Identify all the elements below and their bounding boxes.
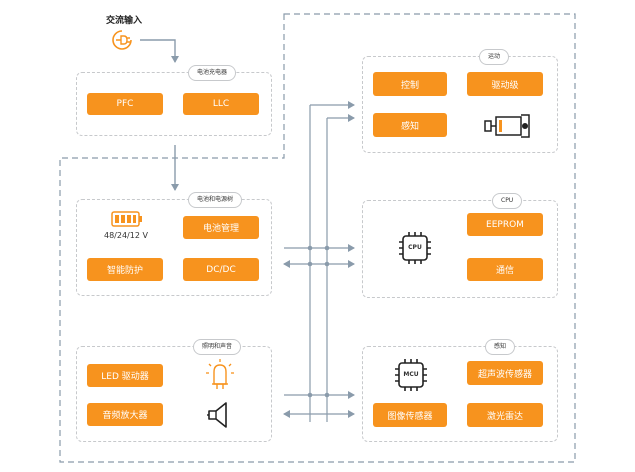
- audio-amplifier-block: 音频放大器: [87, 403, 163, 426]
- panel-tag-cpu: CPU: [492, 193, 523, 209]
- image-sensor-block: 图像传感器: [373, 403, 447, 427]
- battery-charger-panel: 电池充电器 PFC LLC: [76, 65, 272, 136]
- motion-panel: 运动 控制 驱动级 感知: [362, 49, 558, 153]
- driver-stage-block: 驱动级: [467, 72, 543, 96]
- sensing-panel: 感知 MCU 超声波传感器 图像传感器 激光雷达: [362, 339, 558, 442]
- speaker-icon: [207, 402, 227, 428]
- battery-power-tree-panel: 电池和电源树 48/24/12 V 电池管理 智能防护 DC/DC: [76, 192, 272, 296]
- battery-voltage-label: 48/24/12 V: [104, 231, 148, 240]
- led-driver-block: LED 驱动器: [87, 364, 163, 387]
- cpu-panel: CPU CPU EEPROM 通信: [362, 193, 558, 298]
- panel-tag-sensing: 感知: [485, 339, 516, 355]
- cpu-chip-icon: [399, 232, 431, 264]
- panel-tag-lighting: 照明和声音: [193, 339, 242, 355]
- pfc-block: PFC: [87, 93, 163, 115]
- ac-input-arrow: [140, 39, 179, 63]
- motion-sensing-block: 感知: [373, 113, 447, 137]
- mcu-chip-icon: [395, 359, 427, 391]
- smart-protection-block: 智能防护: [87, 258, 163, 281]
- ultrasonic-sensor-block: 超声波传感器: [467, 361, 543, 385]
- ac-input-label: 交流输入: [106, 16, 143, 26]
- system-boundary: [59, 13, 576, 463]
- llc-block: LLC: [183, 93, 259, 115]
- control-block: 控制: [373, 72, 447, 96]
- dcdc-block: DC/DC: [183, 258, 259, 281]
- battery-management-block: 电池管理: [183, 216, 259, 239]
- panel-tag-motion: 运动: [479, 49, 510, 65]
- communication-block: 通信: [467, 258, 543, 281]
- lighting-sound-panel: 照明和声音 LED 驱动器 音频放大器: [76, 339, 272, 442]
- led-bulb-icon: [206, 359, 234, 389]
- power-plug-icon: [112, 30, 132, 50]
- eeprom-block: EEPROM: [467, 213, 543, 236]
- battery-icon: [111, 211, 142, 227]
- mcu-chip-label: MCU: [403, 371, 419, 378]
- panel-tag-charger: 电池充电器: [188, 65, 237, 81]
- lidar-block: 激光雷达: [467, 403, 543, 427]
- cpu-chip-label: CPU: [408, 244, 422, 251]
- servo-motor-icon: [484, 114, 530, 138]
- panel-tag-battery: 电池和电源树: [188, 192, 243, 208]
